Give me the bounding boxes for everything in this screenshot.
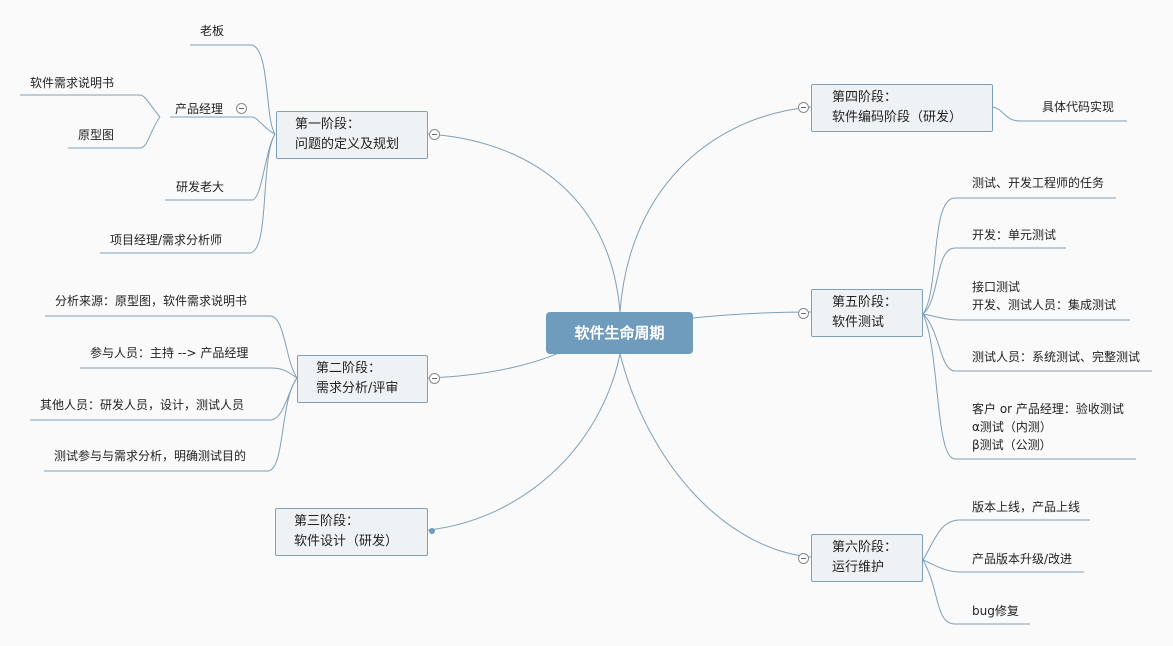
s5-leaf-3[interactable]: 接口测试 开发、测试人员：集成测试 [972,278,1116,314]
s1-leaf-prototype[interactable]: 原型图 [78,128,115,142]
s6-leaf-3[interactable]: bug修复 [972,604,1019,618]
s5-leaf-3-line-2: 开发、测试人员：集成测试 [972,298,1117,312]
stage-1-subtitle: 问题的定义及规划 [295,137,400,152]
s5-leaf-3-line-1: 接口测试 [972,280,1021,294]
s1-leaf-pm-analyst[interactable]: 项目经理/需求分析师 [110,233,223,247]
s2-leaf-2[interactable]: 参与人员：主持 --> 产品经理 [90,346,249,360]
s4-leaf-1[interactable]: 具体代码实现 [1042,100,1115,114]
product-manager-collapse-icon[interactable] [236,103,247,114]
stage-3-title: 第三阶段： [294,514,360,529]
stage-4-collapse-icon[interactable] [798,102,809,113]
s5-leaf-5-line-2: α测试（内测） [972,420,1052,434]
stage-5-collapse-icon[interactable] [798,308,809,319]
stage-1-collapse-icon[interactable] [429,129,440,140]
stage-2-subtitle: 需求分析/评审 [316,381,399,396]
s5-leaf-1[interactable]: 测试、开发工程师的任务 [972,176,1105,190]
s5-leaf-2[interactable]: 开发：单元测试 [972,228,1057,242]
stage-2-title: 第二阶段： [316,361,382,376]
stage-4-title: 第四阶段： [832,90,898,105]
s1-leaf-boss[interactable]: 老板 [200,24,225,38]
stage-5-title: 第五阶段： [832,295,898,310]
s5-leaf-5-line-1: 客户 or 产品经理：验收测试 [972,402,1124,416]
root-topic[interactable]: 软件生命周期 [546,312,693,354]
s5-leaf-4[interactable]: 测试人员：系统测试、完整测试 [972,350,1141,364]
stage-4-subtitle: 软件编码阶段（研发） [832,110,963,125]
s1-leaf-rd-lead[interactable]: 研发老大 [176,180,225,194]
stage-6-title: 第六阶段： [832,540,898,555]
stage-1-title: 第一阶段： [295,117,361,132]
stage-4-node[interactable]: 第四阶段： 软件编码阶段（研发） [811,84,993,132]
stage-5-subtitle: 软件测试 [832,315,885,330]
s5-leaf-5[interactable]: 客户 or 产品经理：验收测试 α测试（内测） β测试（公测） [972,400,1124,454]
stage-5-node[interactable]: 第五阶段： 软件测试 [811,289,923,337]
stage-3-subtitle: 软件设计（研发） [294,534,399,549]
s2-leaf-4[interactable]: 测试参与与需求分析，明确测试目的 [54,449,247,463]
stage-2-node[interactable]: 第二阶段： 需求分析/评审 [297,355,428,403]
stage-3-expand-dot-icon[interactable] [429,528,435,534]
stage-1-node[interactable]: 第一阶段： 问题的定义及规划 [276,111,428,159]
stage-6-subtitle: 运行维护 [832,560,885,575]
stage-6-collapse-icon[interactable] [798,553,809,564]
stage-6-node[interactable]: 第六阶段： 运行维护 [811,534,923,582]
s1-leaf-srs[interactable]: 软件需求说明书 [30,76,115,90]
s1-leaf-product-manager[interactable]: 产品经理 [175,102,224,116]
s2-leaf-3[interactable]: 其他人员：研发人员，设计，测试人员 [40,398,245,412]
stage-3-node[interactable]: 第三阶段： 软件设计（研发） [275,508,428,556]
s2-leaf-1[interactable]: 分析来源：原型图，软件需求说明书 [55,294,248,308]
stage-2-collapse-icon[interactable] [429,373,440,384]
s6-leaf-1[interactable]: 版本上线，产品上线 [972,500,1081,514]
s6-leaf-2[interactable]: 产品版本升级/改进 [972,552,1073,566]
s5-leaf-5-line-3: β测试（公测） [972,438,1052,452]
